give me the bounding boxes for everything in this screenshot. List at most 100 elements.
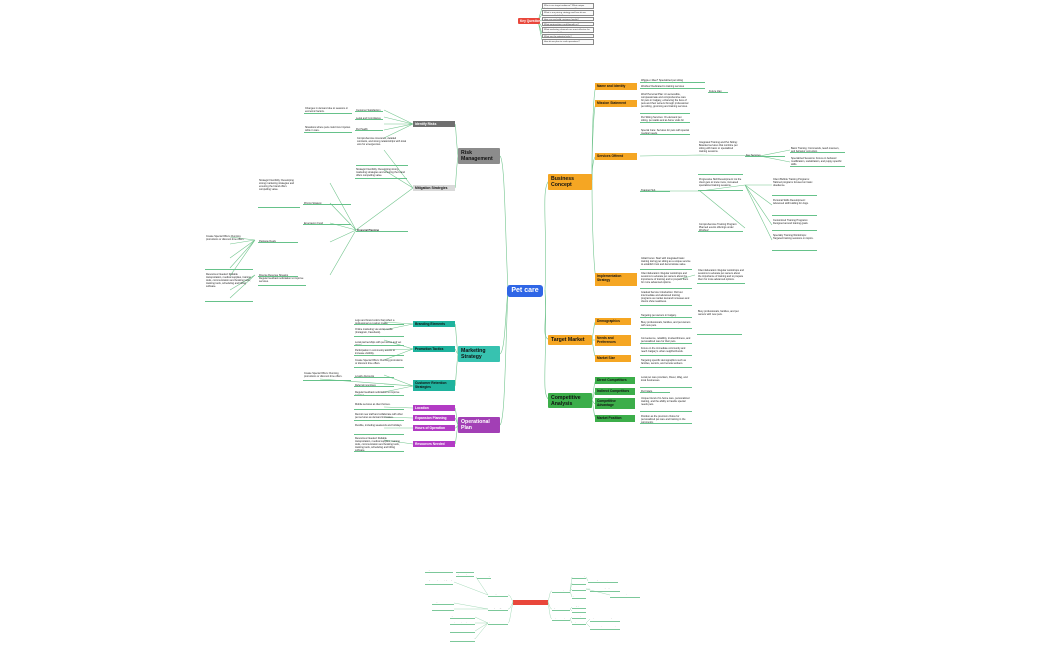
leaf: Pet hotels.: [640, 389, 670, 393]
leaf: Pet Sitting Services: On-demand pet sitt…: [640, 115, 690, 123]
minimap-node: Needs and Preferences: [572, 610, 586, 613]
minimap-node: Business Concept: [552, 590, 570, 593]
leaf: Participation in community events to inc…: [354, 348, 404, 356]
minimap-node: Pet Health Emergencies: [477, 576, 491, 579]
leaf: Comprehensive insurance, detailed contra…: [356, 136, 408, 166]
question-item: How do we plan to scale operations?: [542, 39, 594, 45]
leaf: Pricing Strategy: [303, 201, 351, 205]
node-branding-elements[interactable]: Branding Elements: [413, 321, 455, 327]
leaf: Diverse Revenue Streams: [258, 273, 298, 277]
minimap-links: [453, 576, 611, 640]
minimap-node: Basic Training: Commands, leash manners,…: [588, 580, 618, 583]
minimap-node: Competitive Analysis: [552, 618, 570, 621]
leaf: Specialty Training Workshops: Targeted t…: [772, 233, 817, 251]
leaf: Wiggle-n-Wee? Specialized pet sitting: [640, 78, 705, 83]
minimap-node: Customer Satisfaction: [456, 570, 474, 573]
node-promotion-tactics[interactable]: Promotion Tactics: [413, 346, 455, 352]
leaf: Situations where pets could incur injuri…: [304, 125, 352, 133]
leaf: Integrated Training and Pet Sitting: Boa…: [698, 140, 743, 175]
node-competitive-advantage[interactable]: Competitive Advantage: [595, 398, 635, 409]
minimap-node: Risk Management: [488, 594, 508, 597]
leaf: Changes in demand due to seasons or econ…: [304, 106, 352, 114]
node-location[interactable]: Location: [413, 405, 455, 411]
node-mitigation-strategies[interactable]: Mitigation Strategies: [413, 185, 455, 191]
leaf: Targeting specific demographics such as …: [640, 358, 692, 368]
minimap-node: Package Deals: [432, 602, 454, 605]
minimap-node: Direct Competitors: [572, 616, 586, 619]
minimap-node: Marketing Strategy: [488, 608, 508, 611]
node-market-size[interactable]: Market Size: [595, 355, 631, 362]
minimap-node: Mobile services at client homes.: [450, 630, 475, 633]
leaf: Strategic Flexibility: Developing strong…: [258, 178, 300, 208]
leaf: Special Care: Services for pets with spe…: [640, 128, 690, 135]
node-resources-needed[interactable]: Resources Needed: [413, 441, 455, 447]
leaf: Local pet care providers, Rover, Wag, an…: [640, 375, 692, 388]
node-needs-preferences[interactable]: Needs and Preferences: [595, 335, 631, 346]
node-indirect-competitors[interactable]: Indirect Competitors: [595, 388, 635, 395]
node-expansion-planning[interactable]: Expansion Planning: [413, 415, 455, 421]
leaf: Future plan: [708, 89, 728, 93]
leaf: Local partnerships with pet stores and v…: [354, 340, 404, 346]
minimap-node: Position as the premium choice for perso…: [590, 626, 620, 630]
leaf: Package Deals: [258, 239, 298, 243]
node-market-position[interactable]: Market Position: [595, 415, 635, 422]
key-questions-title[interactable]: Key Questions: [518, 18, 540, 24]
node-direct-competitors[interactable]: Direct Competitors: [595, 377, 635, 384]
leaf: Online marketing via social media (Insta…: [354, 327, 404, 337]
leaf: Client Bubble Training Programs: Tailore…: [772, 177, 817, 196]
leaf: Client Education: Regular workshops and …: [640, 271, 692, 289]
branch-risk-management[interactable]: Risk Management: [458, 148, 500, 164]
minimap-node: Implementation Strategy: [572, 596, 586, 599]
leaf: Regular feedback solicitation to improve…: [354, 390, 404, 396]
minimap-node: Operational Plan: [488, 622, 508, 625]
minimap-node: Changes in demand due to seasons or econ…: [425, 570, 453, 573]
leaf: Focus on the immediate community and rea…: [640, 346, 692, 356]
minimap-node: Strategic Flexibility: Developing strong…: [425, 580, 453, 585]
leaf: Comprehensive Training Program: Planned …: [698, 222, 743, 232]
branch-marketing-strategy[interactable]: Marketing Strategy: [458, 346, 500, 362]
minimap-node: Local partnerships with pet stores and v…: [450, 622, 475, 625]
leaf: Client Education: Regular workshops and …: [697, 268, 745, 284]
node-mission-statement[interactable]: Mission Statement: [595, 100, 637, 107]
question-item: Who is our target audience? What unique …: [542, 3, 594, 9]
question-item: What is our pricing strategy and how do …: [542, 10, 594, 16]
minimap-node: Resources Needed: Reliable transportatio…: [450, 638, 475, 642]
leaf: Pet Health Emergencies: [355, 127, 383, 131]
minimap-node: Mission Statement: [572, 582, 586, 585]
node-identify-risks[interactable]: Identify Risks: [413, 121, 455, 127]
leaf: Create Special Offers: Running promotion…: [303, 371, 351, 381]
branch-business-concept[interactable]: Business Concept: [548, 174, 592, 190]
node-customer-retention[interactable]: Customer Retention Strategies: [413, 380, 455, 391]
minimap-node: Diverse Revenue Streams: [432, 608, 454, 611]
leaf: Regular feedback solicitation to improve…: [258, 276, 306, 286]
leaf: Position as the premium choice for perso…: [640, 414, 692, 424]
leaf: Key Services: [745, 153, 785, 157]
node-implementation-strategy[interactable]: Implementation Strategy: [595, 273, 637, 286]
minimap-node: Personal Skills Development: Advanced sk…: [610, 594, 640, 598]
node-services-offered[interactable]: Services Offered: [595, 153, 637, 160]
branch-target-market[interactable]: Target Market: [548, 335, 592, 345]
question-item: How can we build customer loyalty?: [542, 17, 594, 21]
leaf: Specialized Sessions: Focus on behavior …: [790, 156, 845, 167]
leaf: Basic Training: Commands, leash manners,…: [790, 146, 845, 153]
node-demographics[interactable]: Demographics: [595, 318, 631, 325]
leaf: Targeting pet owners in Calgary.: [640, 313, 692, 318]
root-topic[interactable]: Pet care: [507, 285, 543, 297]
leaf: Busy professionals, families, and pet ow…: [697, 309, 742, 335]
minimap-node: Demographics: [572, 606, 586, 609]
minimap-node: Competitive Advantage: [572, 622, 586, 625]
branch-competitive-analysis[interactable]: Competitive Analysis: [548, 393, 592, 408]
minimap-overview[interactable]: Changes in demand due to seasons or econ…: [420, 556, 650, 648]
leaf: Create Special Offers: Running promotion…: [354, 358, 404, 368]
leaf: Mobile services at client homes.: [354, 402, 404, 410]
leaf: Unique blend of in-home care, personaliz…: [640, 396, 692, 412]
leaf: Financial Planning: [356, 228, 408, 232]
branch-operational-plan[interactable]: Operational Plan: [458, 417, 500, 433]
leaf: Gradual Service Introduction: Roll out i…: [640, 290, 692, 306]
node-name-identity[interactable]: Name and Identity: [595, 83, 637, 90]
leaf: Create Special Offers: Running promotion…: [205, 234, 253, 270]
node-hours-of-operation[interactable]: Hours of Operation: [413, 425, 455, 431]
leaf: Convenience, reliability, trustworthines…: [640, 336, 692, 344]
question-item: What are the potential risks?: [542, 34, 594, 38]
